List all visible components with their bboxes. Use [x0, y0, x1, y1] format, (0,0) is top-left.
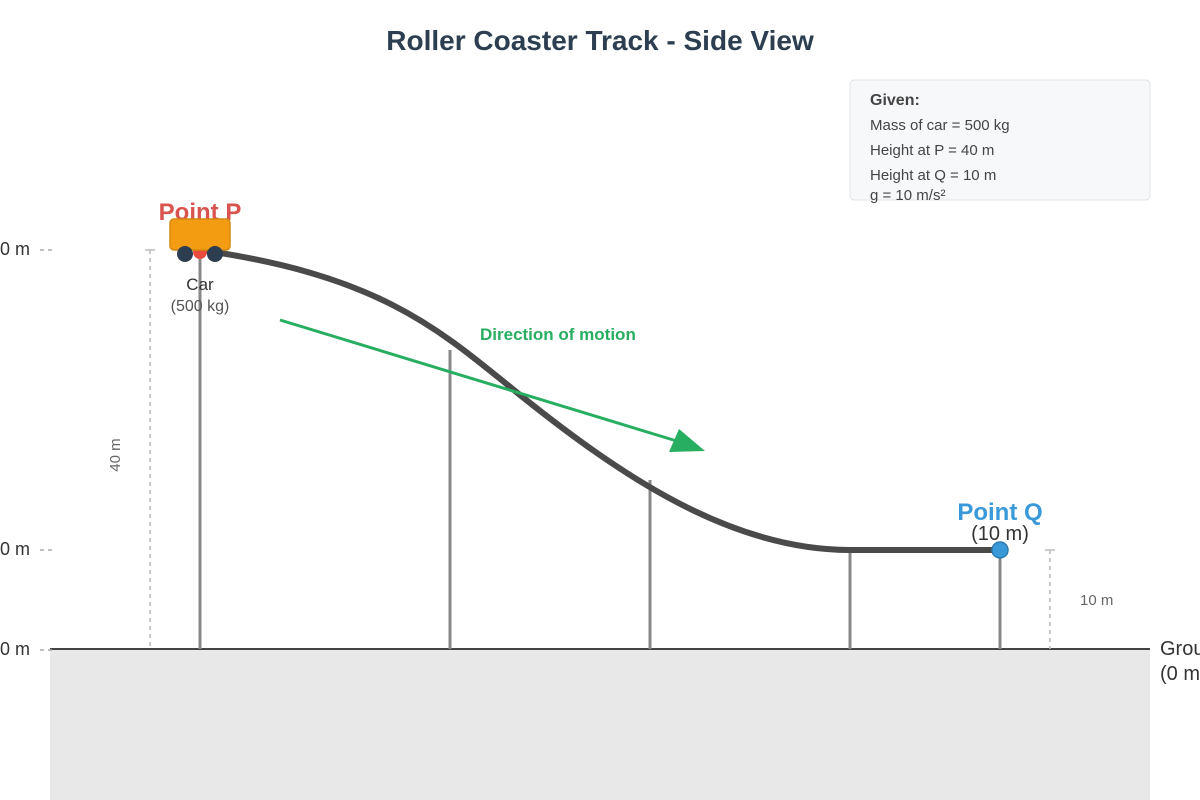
- given-mass: Mass of car = 500 kg: [870, 117, 1010, 134]
- motion-label: Direction of motion: [480, 325, 636, 344]
- given-box: [849, 79, 1151, 201]
- q-height-label: 10 m: [1080, 592, 1113, 609]
- p-height-label: 40 m: [107, 438, 124, 471]
- track: [197, 247, 1003, 553]
- page-title: Roller Coaster Track - Side View: [386, 25, 814, 56]
- motion-arrow-head: [669, 429, 705, 452]
- point-q-height: (10 m): [971, 523, 1029, 545]
- ground-area: [50, 649, 1150, 800]
- motion-arrow-shaft: [279, 318, 681, 444]
- given-heading: Given:: [870, 92, 920, 109]
- point-q-label: Point Q: [957, 499, 1042, 526]
- car-mass-label: (500 kg): [171, 298, 230, 315]
- given-height-p: Height at P = 40 m: [870, 142, 994, 159]
- axis-label-top: 0 m: [0, 239, 30, 259]
- car-body: [169, 218, 231, 251]
- given-gravity: g = 10 m/s²: [870, 187, 945, 204]
- given-height-q: Height at Q = 10 m: [870, 167, 996, 184]
- car-wheel: [207, 246, 223, 262]
- axis-label-mid: 0 m: [0, 539, 30, 559]
- point-q-marker: [991, 541, 1009, 559]
- axis-label-bottom: 0 m: [0, 639, 30, 659]
- ground-label: Grou: [1160, 638, 1200, 660]
- ground-height-label: (0 m: [1160, 663, 1200, 685]
- car-label: Car: [186, 275, 214, 294]
- car-wheel: [177, 246, 193, 262]
